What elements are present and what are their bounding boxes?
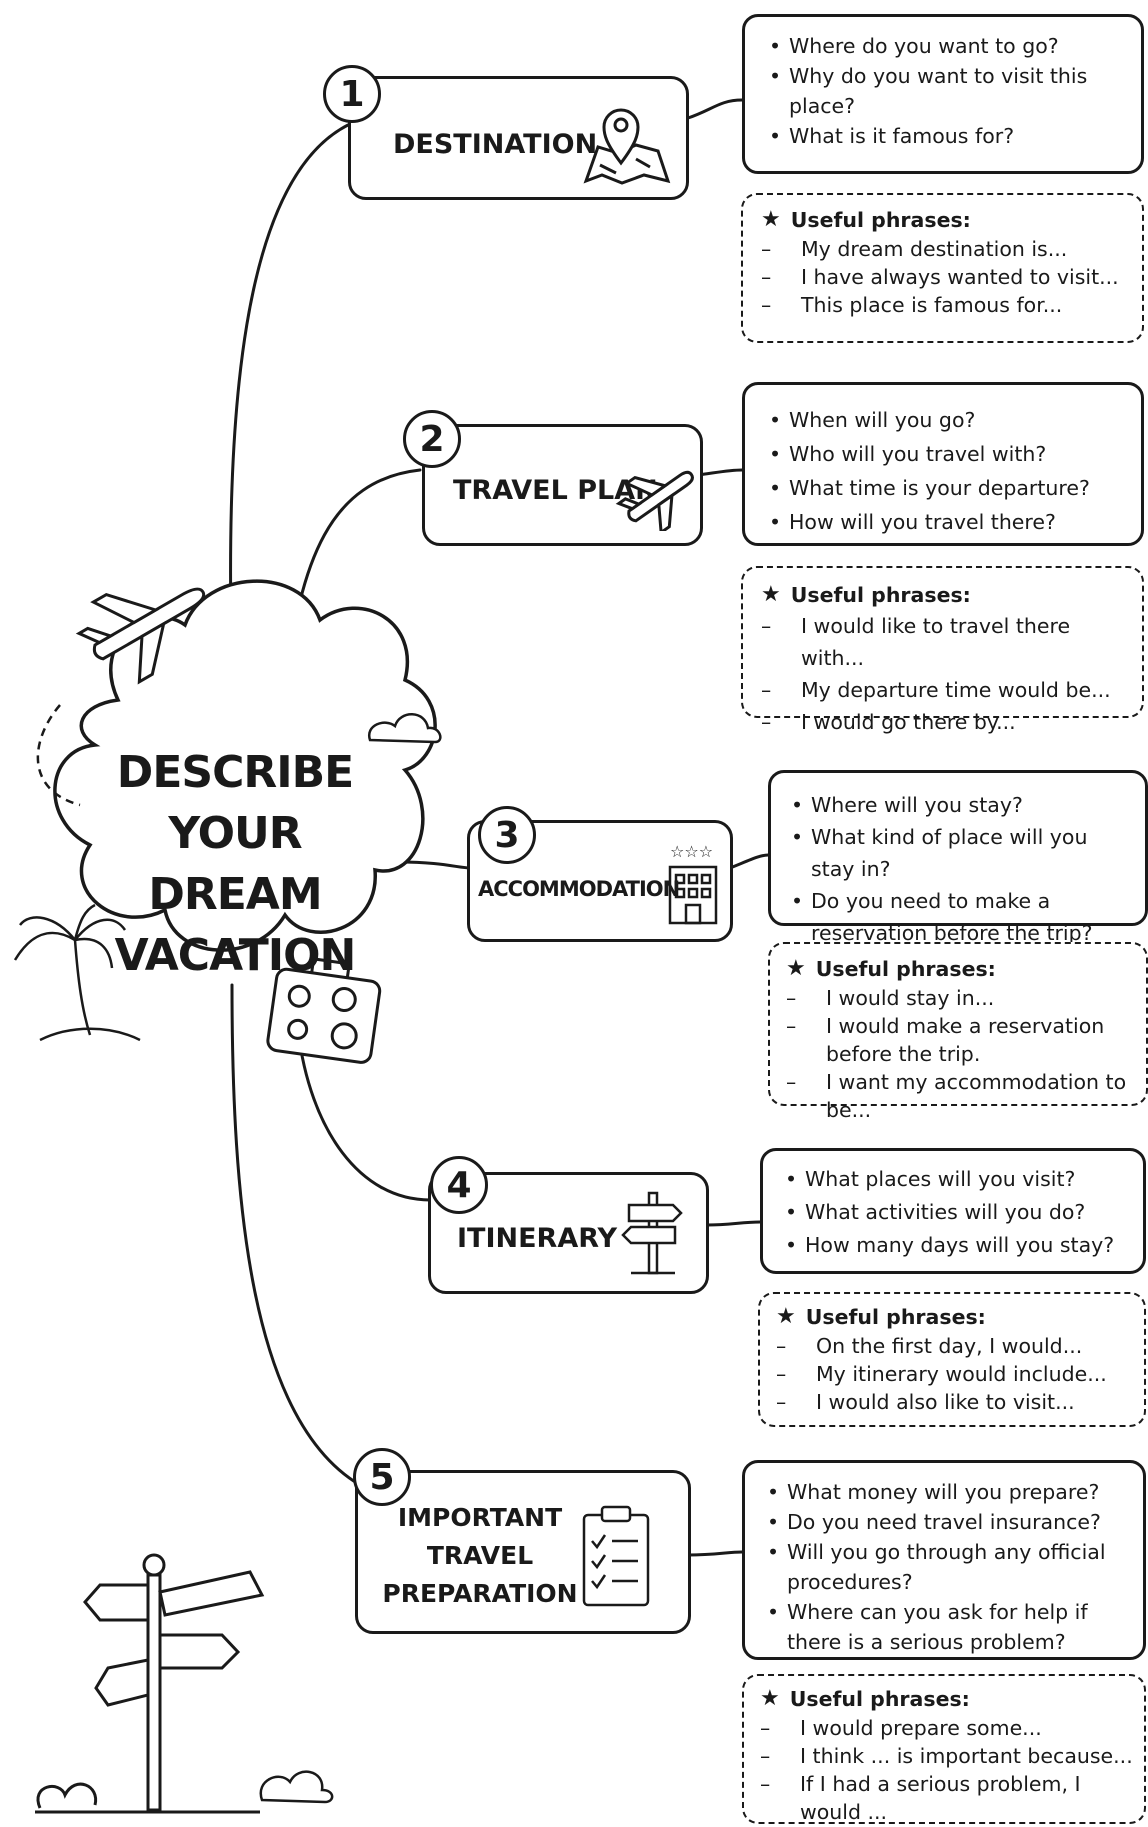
questions-box-1: Where do you want to go? Why do you want… (742, 14, 1144, 174)
question-item: When will you go? (763, 403, 1125, 437)
phrases-box-4: ★ Useful phrases: On the first day, I wou… (758, 1292, 1146, 1427)
phrases-title: Useful phrases: (815, 957, 996, 981)
phrases-title: Useful phrases: (805, 1305, 986, 1329)
question-item: What activities will you do? (779, 1196, 1133, 1229)
topic-label: ACCOMMODATION (478, 877, 680, 901)
question-item: Do you need travel insurance? (761, 1507, 1133, 1537)
clipboard-checklist-icon (582, 1505, 650, 1607)
phrases-box-2: ★ Useful phrases: I would like to travel … (741, 566, 1144, 738)
topic-label-line: IMPORTANT (397, 1503, 563, 1532)
phrase-item: I have always wanted to visit... (761, 263, 1130, 291)
topic-label: ITINERARY (457, 1223, 618, 1254)
topic-destination: DESTINATION (348, 76, 689, 200)
questions-box-4: What places will you visit? What activit… (760, 1148, 1146, 1274)
small-cloud-icon (259, 1770, 334, 1804)
central-title: DESCRIBE YOUR DREAM VACATION (75, 742, 395, 986)
questions-box-2: When will you go? Who will you travel wi… (742, 382, 1144, 546)
small-cloud-icon (367, 713, 442, 744)
airplane-decoration-icon (75, 587, 206, 685)
question-item: Where can you ask for help if there is a… (761, 1597, 1133, 1657)
phrase-item: I would like to travel there with... (761, 610, 1130, 674)
phrase-item: On the first day, I would... (776, 1332, 1134, 1360)
phrases-title: Useful phrases: (790, 208, 971, 232)
topic-important-travel-preparation: IMPORTANT TRAVEL PREPARATION (355, 1470, 691, 1634)
phrase-item: My itinerary would include... (776, 1360, 1134, 1388)
question-item: Where do you want to go? (763, 31, 1125, 61)
question-item: Who will you travel with? (763, 437, 1125, 471)
question-item: Why do you want to visit this place? (763, 61, 1125, 121)
star-icon: ★ (761, 582, 781, 607)
star-icon: ★ (786, 956, 806, 981)
question-item: Where will you stay? (785, 789, 1137, 821)
phrase-item: I want my accommodation to be... (786, 1068, 1138, 1124)
suitcase-icon (266, 957, 382, 1064)
phrases-header: ★ Useful phrases: (786, 954, 1138, 984)
question-item: What places will you visit? (779, 1163, 1133, 1196)
topic-label-line: PREPARATION (382, 1579, 578, 1608)
section-number-badge: 1 (323, 65, 381, 123)
phrase-item: I would stay in... (786, 984, 1138, 1012)
question-item: What kind of place will you stay in? (785, 821, 1137, 885)
section-number-badge: 2 (403, 410, 461, 468)
questions-box-3: Where will you stay? What kind of place … (768, 770, 1148, 945)
star-icon: ★ (761, 207, 781, 232)
question-item: What time is your departure? (763, 471, 1125, 505)
title-line-1: DESCRIBE (116, 747, 354, 798)
section-number-badge: 4 (430, 1156, 488, 1214)
section-number-badge: 5 (353, 1448, 411, 1506)
phrase-item: My departure time would be... (761, 674, 1130, 706)
question-item: Do you need to make a reservation before… (785, 885, 1137, 949)
section-number-badge: 3 (478, 806, 536, 864)
phrases-title: Useful phrases: (789, 1687, 970, 1711)
phrases-box-3: ★ Useful phrases: I would stay in... I wo… (768, 942, 1148, 1122)
question-item: What money will you prepare? (761, 1477, 1133, 1507)
question-item: How will you travel there? (763, 505, 1125, 539)
svg-text:☆☆☆: ☆☆☆ (670, 842, 713, 861)
phrase-item: This place is famous for... (761, 291, 1130, 319)
airplane-icon (615, 470, 694, 531)
palm-tree-icon (13, 903, 141, 1042)
phrase-item: I would make a reservation before the tr… (786, 1012, 1138, 1068)
phrases-header: ★ Useful phrases: (776, 1302, 1134, 1332)
phrases-box-5: ★ Useful phrases: I would prepare some...… (742, 1674, 1146, 1824)
hotel-icon: ☆☆☆ (668, 842, 718, 925)
star-icon: ★ (776, 1304, 796, 1329)
phrase-item: I would go there by... (761, 706, 1130, 738)
question-item: How many days will you stay? (779, 1229, 1133, 1262)
star-icon: ★ (760, 1686, 780, 1711)
topic-travel-plan: TRAVEL PLAN (422, 424, 703, 546)
title-line-2: YOUR DREAM (148, 808, 322, 920)
signpost-decoration-icon (35, 1553, 265, 1814)
phrases-box-1: ★ Useful phrases: My dream destination is… (741, 193, 1144, 343)
question-item: Will you go through any official procedu… (761, 1537, 1133, 1597)
signpost-icon (621, 1191, 683, 1275)
phrases-title: Useful phrases: (790, 583, 971, 607)
phrases-header: ★ Useful phrases: (761, 580, 1130, 610)
title-line-3: VACATION (114, 930, 357, 981)
phrase-item: If I had a serious problem, I would ... (760, 1770, 1134, 1826)
phrase-item: I would also like to visit... (776, 1388, 1134, 1416)
topic-label: IMPORTANT TRAVEL PREPARATION (380, 1499, 580, 1613)
topic-label: DESTINATION (393, 129, 598, 160)
topic-label-line: TRAVEL (426, 1541, 534, 1570)
phrases-header: ★ Useful phrases: (760, 1684, 1134, 1714)
question-item: What is it famous for? (763, 121, 1125, 151)
phrases-header: ★ Useful phrases: (761, 205, 1130, 235)
map-pin-icon (583, 108, 671, 185)
phrase-item: My dream destination is... (761, 235, 1130, 263)
phrase-item: I think ... is important because... (760, 1742, 1134, 1770)
phrase-item: I would prepare some... (760, 1714, 1134, 1742)
questions-box-5: What money will you prepare? Do you need… (742, 1460, 1146, 1660)
